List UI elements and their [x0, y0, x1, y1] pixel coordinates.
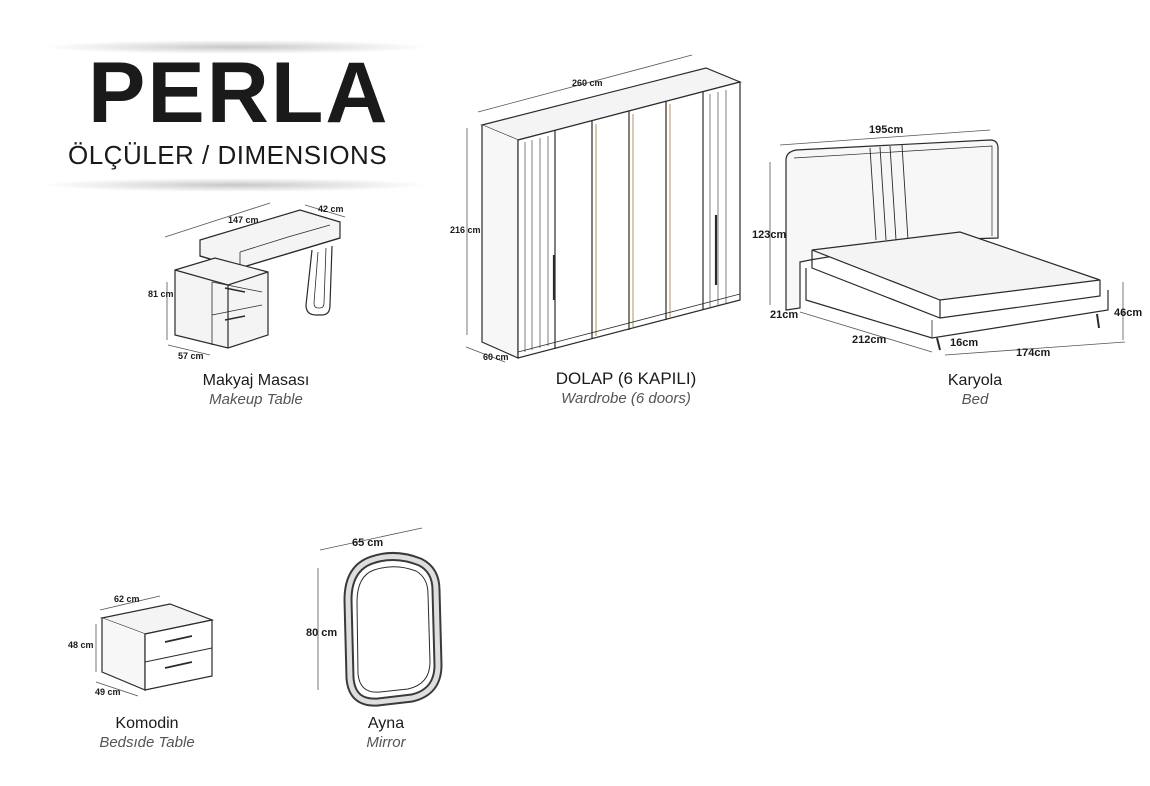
- wardrobe-drawing: [465, 54, 742, 363]
- wardrobe-width-label: 260 cm: [572, 78, 603, 88]
- mirror-caption: Ayna Mirror: [266, 715, 506, 751]
- bedside-width-label: 62 cm: [114, 594, 140, 604]
- bed-height-label: 46cm: [1114, 307, 1142, 319]
- bed-length-label: 212cm: [852, 334, 886, 346]
- makeup-table-depth-label: 57 cm: [178, 351, 204, 361]
- bedside-depth-label: 49 cm: [95, 687, 121, 697]
- brand-title: PERLA: [88, 45, 390, 141]
- bed-leg-label: 16cm: [950, 337, 978, 349]
- mirror-width-label: 65 cm: [352, 537, 383, 549]
- makeup-table-drawing: [164, 202, 346, 356]
- makeup-table-name-en: Makeup Table: [209, 391, 303, 408]
- bed-name: Karyola: [947, 372, 1003, 389]
- wardrobe-name: DOLAP (6 KAPILI): [555, 369, 697, 388]
- makeup-table-caption: Makyaj Masası Makeup Table: [136, 372, 376, 408]
- mirror-name: Ayna: [367, 715, 405, 732]
- mirror-height-label: 80 cm: [306, 627, 337, 639]
- bed-name-en: Bed: [961, 391, 989, 408]
- bed-caption: Karyola Bed: [855, 372, 1095, 408]
- wardrobe-caption: DOLAP (6 KAPILI) Wardrobe (6 doors): [506, 369, 746, 407]
- mirror-drawing: [317, 527, 443, 707]
- bedside-table-caption: Komodin Bedsıde Table: [27, 715, 267, 751]
- bedside-table-drawing: [95, 595, 215, 697]
- header: PERLA ÖLÇÜLER / DIMENSIONS: [40, 30, 430, 200]
- bed-base-height-label: 21cm: [770, 309, 798, 321]
- wardrobe-height-label: 216 cm: [450, 225, 481, 235]
- bed-drawing: [769, 129, 1126, 356]
- bedside-table-name: Komodin: [115, 715, 179, 732]
- page-subtitle: ÖLÇÜLER / DIMENSIONS: [68, 140, 388, 170]
- makeup-table-top-depth-label: 42 cm: [318, 204, 344, 214]
- header-top-band: [40, 40, 430, 54]
- wardrobe-depth-label: 60 cm: [483, 352, 509, 362]
- makeup-table-height-label: 81 cm: [148, 289, 174, 299]
- wardrobe-name-en: Wardrobe (6 doors): [561, 390, 691, 407]
- makeup-table-width-label: 147 cm: [228, 215, 259, 225]
- bed-width-label: 174cm: [1016, 347, 1050, 359]
- bed-headboard-width-label: 195cm: [869, 124, 903, 136]
- bed-headboard-height-label: 123cm: [752, 229, 786, 241]
- makeup-table-name: Makyaj Masası: [202, 372, 310, 389]
- mirror-name-en: Mirror: [366, 734, 406, 751]
- bedside-table-name-en: Bedsıde Table: [99, 734, 195, 751]
- bedside-height-label: 48 cm: [68, 640, 94, 650]
- header-bottom-band: [40, 178, 430, 192]
